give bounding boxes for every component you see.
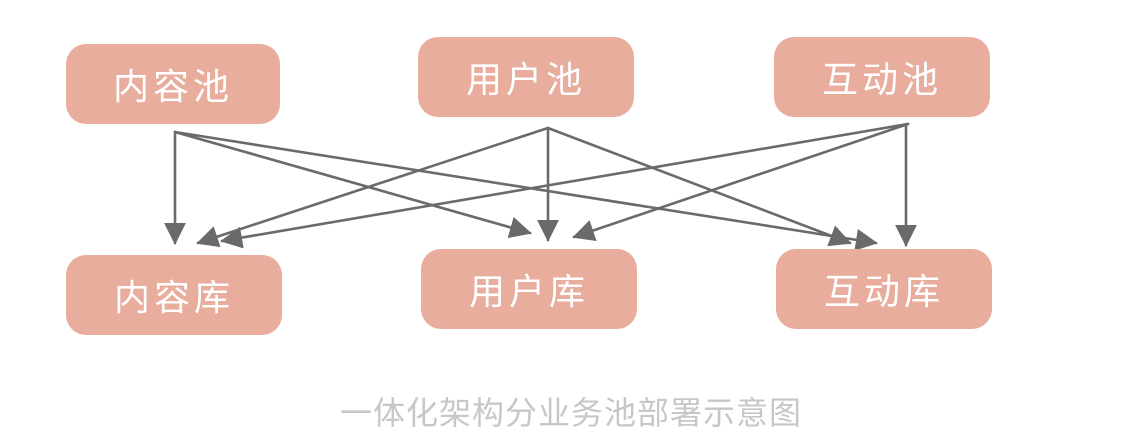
arrow-content-pool-to-interaction-db [173, 130, 878, 251]
pool-user-label: 用户池 [465, 60, 586, 101]
pool-interaction-box: 互动池 [774, 37, 990, 117]
pool-interaction-label: 互动池 [821, 60, 942, 101]
arrow-interaction-pool-to-content-db [220, 122, 910, 249]
db-content-label: 内容库 [113, 278, 234, 319]
pool-user-box: 用户池 [418, 37, 634, 117]
arrow-user-pool-to-interaction-db [546, 126, 852, 247]
pool-content-box: 内容池 [66, 44, 280, 124]
db-user-label: 用户库 [468, 272, 589, 313]
db-content-box: 内容库 [66, 255, 282, 335]
pool-content-label: 内容池 [112, 67, 233, 108]
arrow-user-pool-to-content-db [196, 126, 550, 248]
arrow-interaction-pool-to-user-db [572, 122, 910, 241]
arrow-content-pool-to-user-db [173, 130, 532, 239]
db-user-box: 用户库 [421, 249, 637, 329]
db-interaction-label: 互动库 [823, 272, 944, 313]
diagram-caption: 一体化架构分业务池部署示意图 [339, 394, 802, 432]
db-interaction-box: 互动库 [776, 249, 992, 329]
